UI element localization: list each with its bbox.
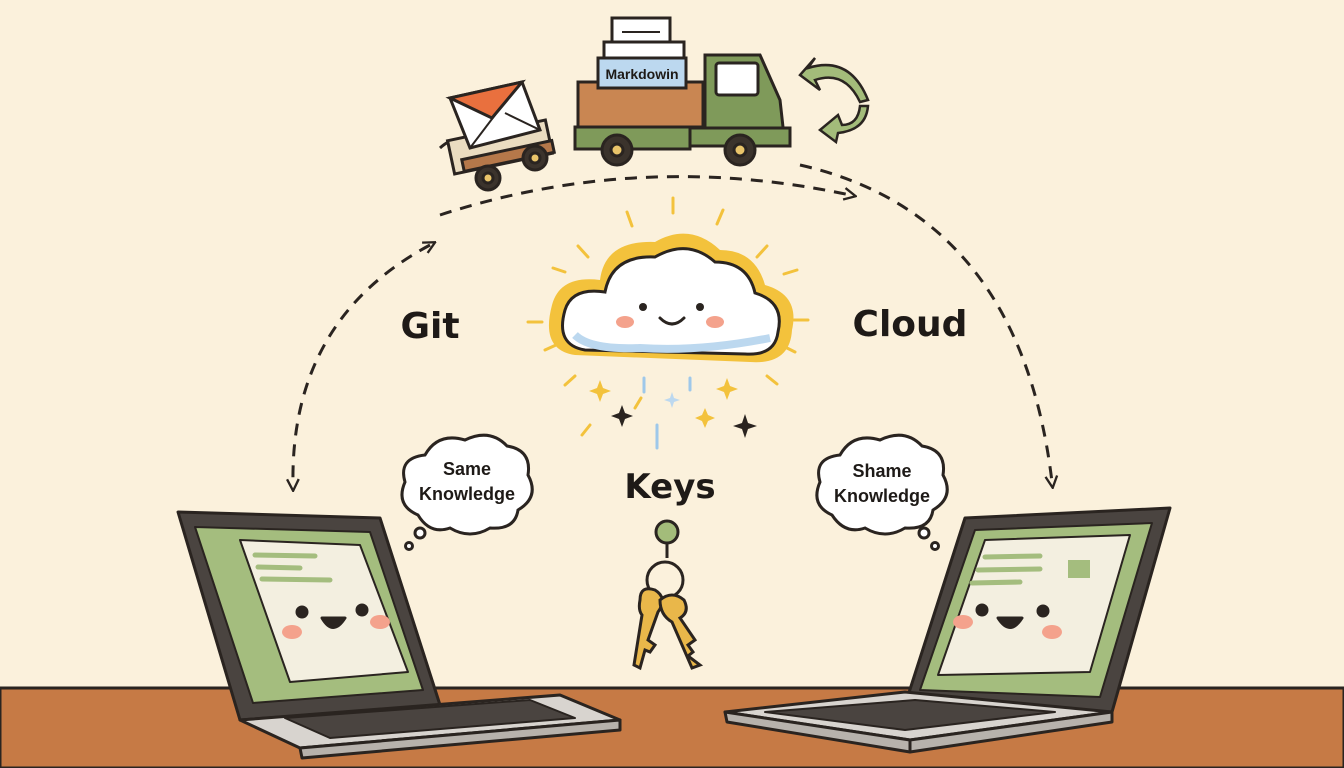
desk <box>0 686 1344 768</box>
cloud-eye <box>639 303 647 311</box>
truck-label: Markdowin <box>605 66 678 82</box>
git-label: Git <box>400 306 459 347</box>
sparkle-icon <box>733 414 757 438</box>
bubble-left-line2: Knowledge <box>419 484 515 504</box>
laptop-left-mouth <box>320 616 347 629</box>
mail-cart <box>438 79 557 192</box>
bubble-cloud <box>815 433 949 536</box>
cloud-cheek <box>706 316 724 328</box>
laptop-right-eye <box>975 603 989 617</box>
key-right <box>658 593 704 670</box>
sparkle-icon <box>589 380 611 402</box>
laptop-left-eye <box>295 605 309 619</box>
sparkle-icon <box>664 392 680 408</box>
laptop-left <box>176 510 622 760</box>
cloud-smile <box>658 316 686 326</box>
refresh-icon <box>798 57 870 145</box>
bubble-right-line1: Shame <box>852 461 911 481</box>
cab-window <box>714 61 760 97</box>
laptop-left-window <box>239 539 409 683</box>
laptop-right-mouth <box>996 616 1024 629</box>
bubble-left-line1: Same <box>443 459 491 479</box>
laptop-left-eye <box>355 603 369 617</box>
truck-label-box <box>596 56 688 90</box>
bubble-cloud <box>400 433 534 536</box>
laptop-right <box>723 506 1172 754</box>
right-arc-arrow <box>799 163 1052 482</box>
top-arc-arrow <box>439 175 850 217</box>
markdown-truck: Markdowin <box>573 16 792 167</box>
laptop-right-eye <box>1036 604 1050 618</box>
cloud-body <box>561 247 781 356</box>
sparkle-icon <box>611 405 633 427</box>
key-ring-top <box>654 519 680 545</box>
laptop-right-keyboard <box>764 699 1056 731</box>
sparkle-icon <box>695 408 715 428</box>
cloud-label: Cloud <box>853 304 968 345</box>
laptop-left-keyboard <box>284 699 576 739</box>
sparkles <box>589 376 757 450</box>
sparkle-icon <box>716 378 738 400</box>
thought-bubble-left: Same Knowledge <box>400 433 534 551</box>
thought-bubble-right: Shame Knowledge <box>815 433 949 551</box>
key-left <box>632 587 664 671</box>
keys-icon <box>632 519 704 671</box>
cloud-cheek <box>616 316 634 328</box>
keys-label: Keys <box>624 467 715 507</box>
sync-arrows <box>293 163 1052 485</box>
bubble-right-line2: Knowledge <box>834 486 930 506</box>
cloud-eye <box>696 303 704 311</box>
left-arc-arrow <box>293 245 430 485</box>
envelope-flap <box>445 79 526 120</box>
cloud-character <box>548 233 794 363</box>
